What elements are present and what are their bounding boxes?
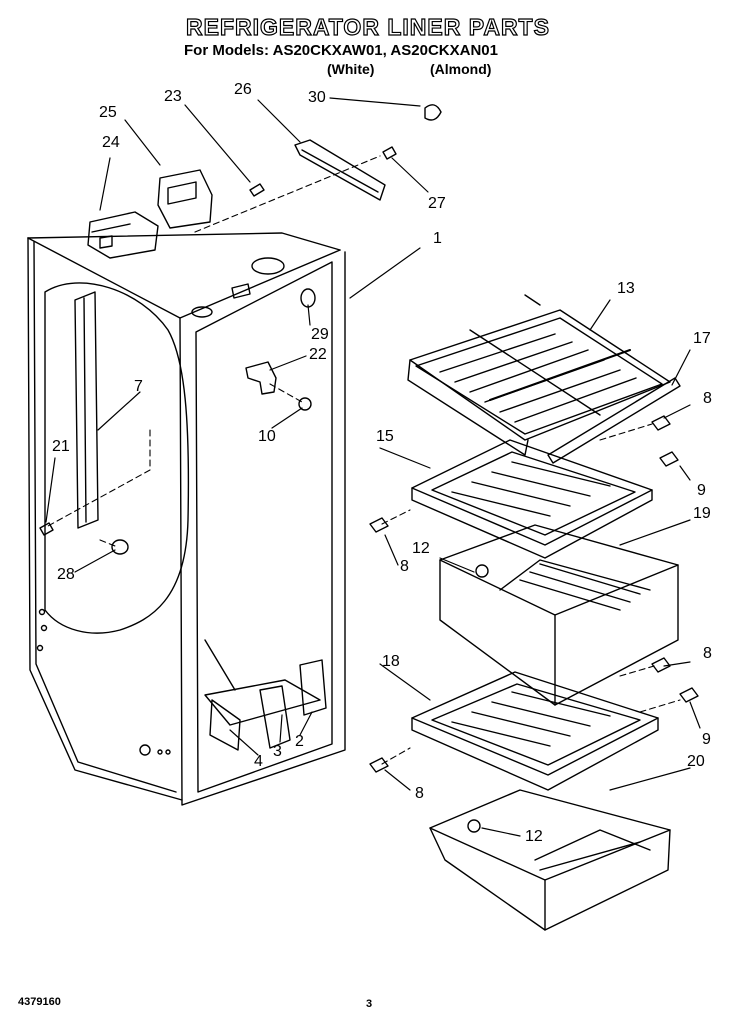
callout-21: 21: [52, 438, 70, 455]
callout-25: 25: [99, 104, 117, 121]
page-number: 3: [366, 998, 373, 1010]
variant-almond: (Almond): [430, 61, 492, 77]
bumper-part-29: [300, 288, 316, 308]
callout-19: 19: [693, 505, 711, 522]
callout-20: 20: [687, 753, 705, 770]
screw-part-10: [298, 397, 312, 411]
callout-27: 27: [428, 195, 446, 212]
callout-23: 23: [164, 88, 182, 105]
callout-12-lower: 12: [525, 828, 543, 845]
callout-15: 15: [376, 428, 394, 445]
assembly-dashed-lines: [47, 155, 681, 765]
shelf-part-18: [411, 671, 659, 791]
callout-12-upper: 12: [412, 540, 430, 557]
screw-part-21: [39, 522, 54, 536]
callout-28: 28: [57, 566, 75, 583]
callout-1: 1: [433, 230, 442, 247]
callout-26: 26: [234, 81, 252, 98]
shelf-part-15: [411, 439, 653, 559]
callout-8-upper-right: 8: [703, 390, 712, 407]
light-housing-part-24: [87, 211, 159, 259]
callout-7: 7: [134, 378, 143, 395]
callout-29: 29: [311, 326, 329, 343]
callout-24: 24: [102, 134, 120, 151]
screw-part-23: [249, 183, 265, 197]
bracket-part-25: [157, 169, 213, 229]
callout-8-left: 8: [400, 558, 409, 575]
callout-9-upper: 9: [697, 482, 706, 499]
diagram-title: REFRIGERATOR LINER PARTS: [185, 13, 550, 40]
bar-part-26: [294, 139, 386, 201]
knob-part-28: [111, 539, 129, 555]
callout-3: 3: [273, 743, 282, 760]
drawer-part-20: [429, 789, 671, 931]
models-line: For Models: AS20CKXAW01, AS20CKXAN01: [184, 42, 498, 59]
callout-22: 22: [309, 346, 327, 363]
crisper-pan-part-19: [439, 524, 679, 706]
callout-4: 4: [254, 753, 263, 770]
callout-30: 30: [308, 89, 326, 106]
callout-8-lower-right: 8: [703, 645, 712, 662]
fasteners: [369, 415, 699, 833]
callout-10: 10: [258, 428, 276, 445]
callout-9-lower: 9: [702, 731, 711, 748]
clip-part-30: [424, 104, 442, 121]
screw-part-27: [382, 146, 397, 160]
part-number: 4379160: [18, 996, 61, 1008]
bracket-part-22: [245, 361, 277, 395]
callout-18: 18: [382, 653, 400, 670]
callout-17: 17: [693, 330, 711, 347]
callout-2: 2: [295, 733, 304, 750]
callout-8-bottom-left: 8: [415, 785, 424, 802]
shelf-rail-part-17: [547, 377, 681, 464]
callout-13: 13: [617, 280, 635, 297]
leader-lines: [45, 97, 701, 837]
liner-cabinet: [27, 232, 346, 806]
wire-shelf-part-13: [407, 294, 671, 456]
variant-white: (White): [327, 61, 375, 77]
